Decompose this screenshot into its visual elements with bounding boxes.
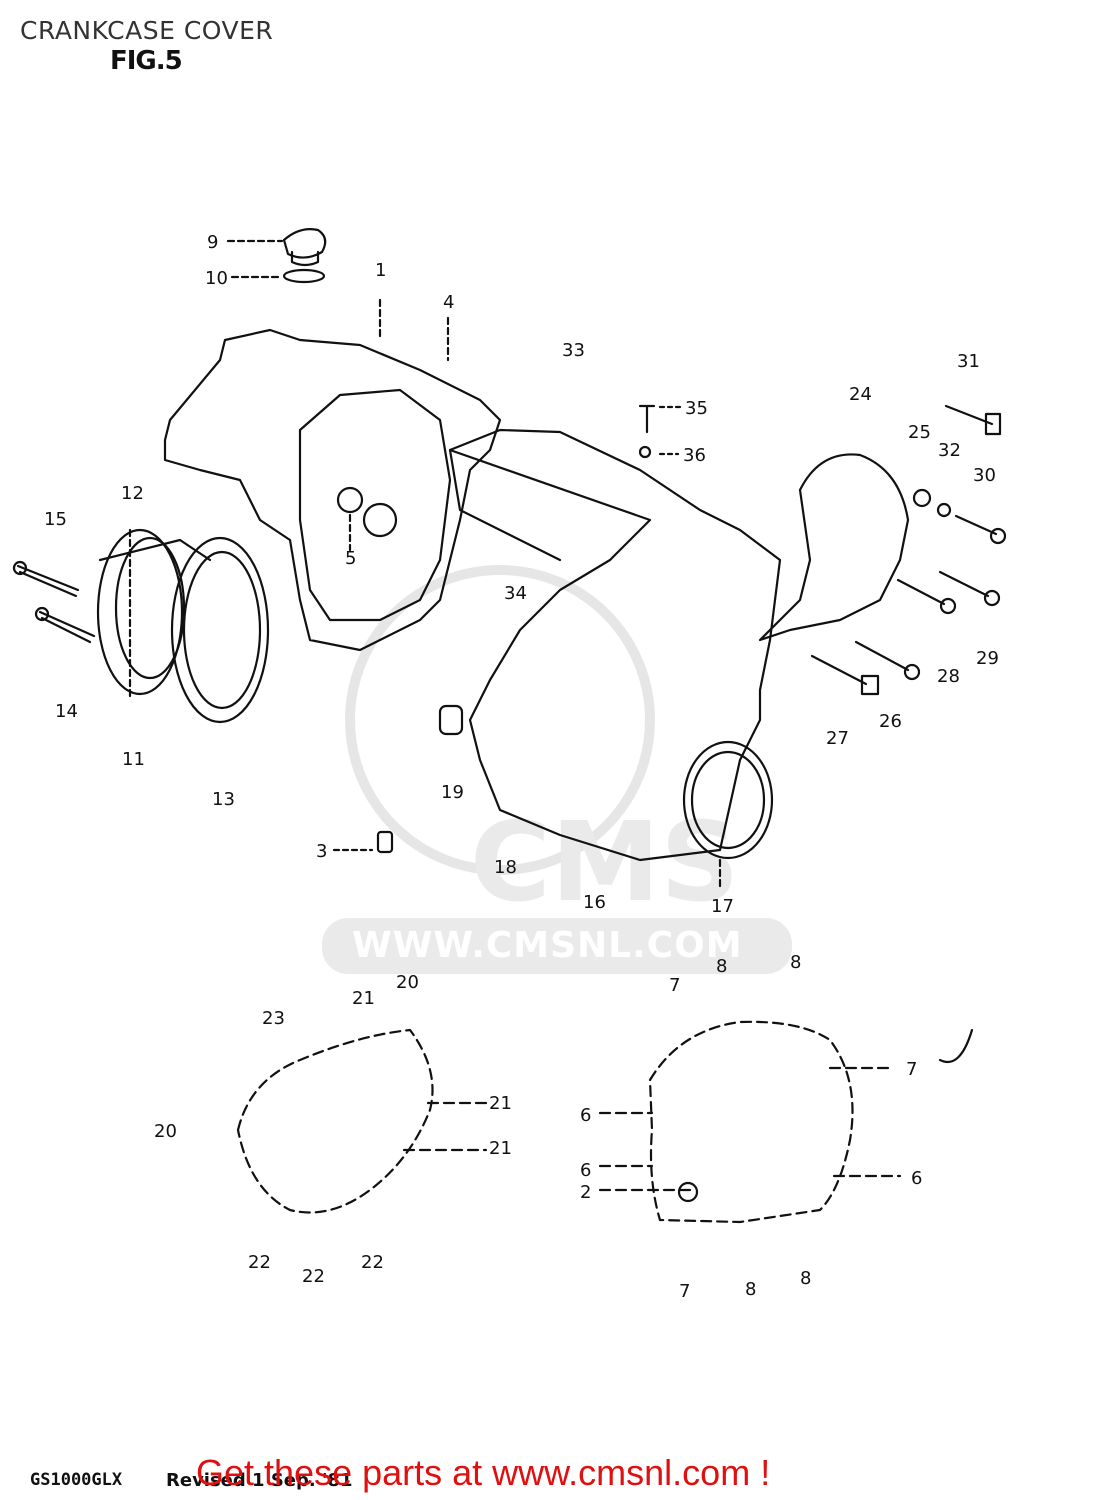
- part-callout-1: 1: [375, 260, 387, 281]
- part-callout-11: 11: [122, 749, 145, 770]
- part-callout-8: 8: [790, 952, 802, 973]
- part-callout-21: 21: [489, 1093, 512, 1114]
- watermark-banner: [322, 918, 792, 974]
- part-callout-15: 15: [44, 509, 67, 530]
- figure-number: FIG.5: [110, 46, 183, 76]
- part-callout-19: 19: [441, 782, 464, 803]
- part-callout-8: 8: [745, 1279, 757, 1300]
- part-callout-4: 4: [443, 292, 455, 313]
- part-callout-7: 7: [679, 1281, 691, 1302]
- screw-35-washer-36: [638, 404, 682, 459]
- part-callout-29: 29: [976, 648, 999, 669]
- part-callout-6: 6: [580, 1105, 592, 1126]
- part-callout-8: 8: [800, 1268, 812, 1289]
- part-callout-31: 31: [957, 351, 980, 372]
- part-callout-17: 17: [711, 896, 734, 917]
- part-callout-6: 6: [911, 1168, 923, 1189]
- part-callout-33: 33: [562, 340, 585, 361]
- part-callout-10: 10: [205, 268, 228, 289]
- part-callout-18: 18: [494, 857, 517, 878]
- part-callout-2: 2: [580, 1182, 592, 1203]
- part-callout-28: 28: [937, 666, 960, 687]
- part-callout-5: 5: [345, 548, 357, 569]
- part-callout-3: 3: [316, 841, 328, 862]
- part-callout-14: 14: [55, 701, 78, 722]
- starter-cover: [758, 453, 910, 642]
- part-callout-23: 23: [262, 1008, 285, 1029]
- generator-cover: [438, 428, 782, 892]
- part-callout-9: 9: [207, 232, 219, 253]
- clutch-cover-gasket: [598, 1020, 902, 1224]
- part-callout-35: 35: [685, 398, 708, 419]
- part-callout-36: 36: [683, 445, 706, 466]
- part-callout-8: 8: [716, 956, 728, 977]
- point-cover-gasket: [170, 536, 270, 724]
- diagram-title: CRANKCASE COVER: [20, 16, 274, 45]
- part-callout-27: 27: [826, 728, 849, 749]
- part-callout-26: 26: [879, 711, 902, 732]
- part-callout-22: 22: [361, 1252, 384, 1273]
- part-callout-20: 20: [154, 1121, 177, 1142]
- part-callout-30: 30: [973, 465, 996, 486]
- part-callout-25: 25: [908, 422, 931, 443]
- promo-link-text[interactable]: Get these parts at www.cmsnl.com !: [196, 1452, 771, 1493]
- generator-cover-gasket: [236, 1028, 490, 1214]
- part-callout-20: 20: [396, 972, 419, 993]
- screws-14-15: [12, 560, 96, 644]
- watermark-logo: CMS: [345, 565, 739, 926]
- part-callout-12: 12: [121, 483, 144, 504]
- part-callout-32: 32: [938, 440, 961, 461]
- part-callout-16: 16: [583, 892, 606, 913]
- dowel-pin-3: [332, 830, 394, 854]
- watermark-text: WWW.CMSNL.COM: [352, 925, 743, 966]
- part-callout-7: 7: [669, 975, 681, 996]
- crankcase-main-body: [163, 298, 502, 652]
- part-callout-13: 13: [212, 789, 235, 810]
- part-callout-21: 21: [489, 1138, 512, 1159]
- model-code: GS1000GLX: [30, 1470, 123, 1490]
- part-callout-24: 24: [849, 384, 872, 405]
- gasket-pointer-mark: [938, 1028, 974, 1063]
- part-callout-22: 22: [302, 1266, 325, 1287]
- revision-note: Revised 1 Sep. '81: [166, 1470, 353, 1491]
- part-callout-34: 34: [504, 583, 527, 604]
- point-cover: [96, 528, 212, 702]
- part-callout-22: 22: [248, 1252, 271, 1273]
- part-callout-21: 21: [352, 988, 375, 1009]
- part-callout-7: 7: [906, 1059, 918, 1080]
- part-callout-6: 6: [580, 1160, 592, 1181]
- oil-filler-cap: [226, 228, 327, 284]
- cover-bolts: [810, 404, 1007, 696]
